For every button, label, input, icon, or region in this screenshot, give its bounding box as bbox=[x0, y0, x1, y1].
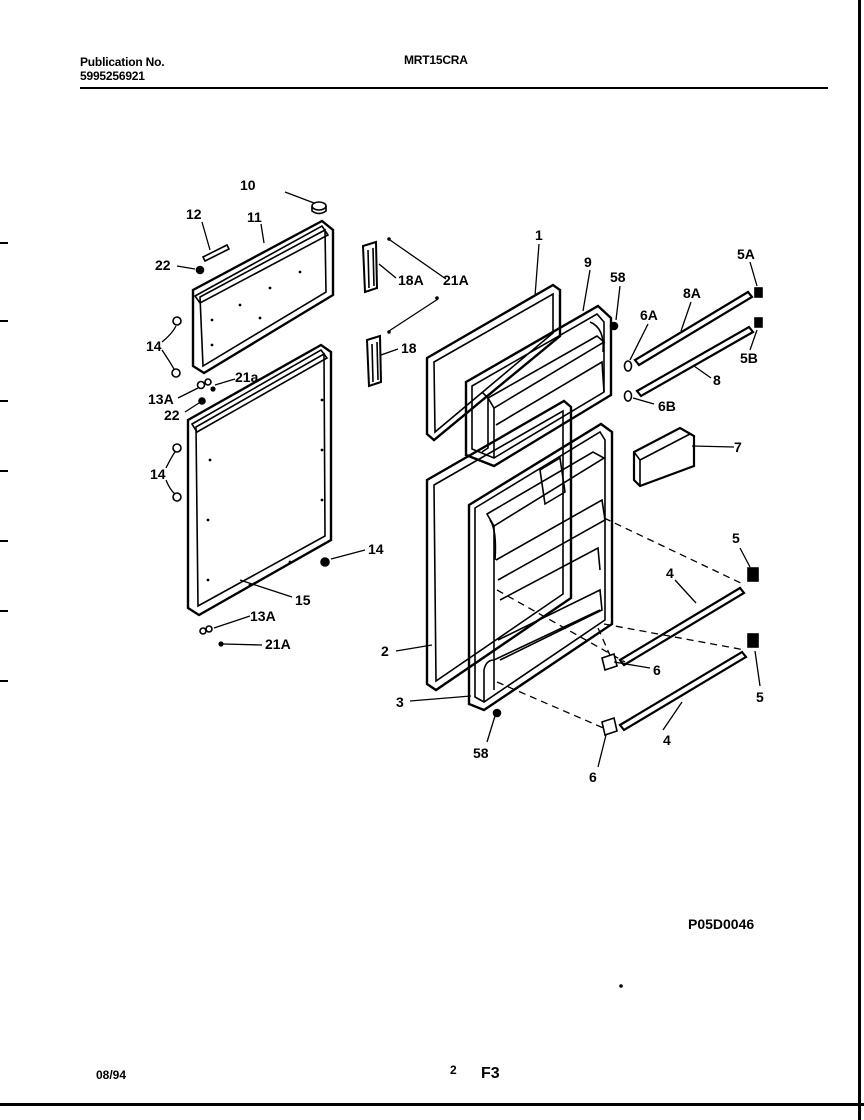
callout-18a: 18A bbox=[398, 272, 424, 288]
hinge-cap-10 bbox=[311, 201, 327, 215]
shelf-bar-8a bbox=[633, 290, 754, 367]
callout-58: 58 bbox=[473, 745, 489, 761]
stray-dot bbox=[619, 984, 623, 988]
shelf-bar-4-top bbox=[618, 586, 746, 667]
publication-label: Publication No. bbox=[80, 55, 165, 69]
callout-5a: 5A bbox=[737, 246, 755, 262]
publication-number: 5995256921 bbox=[80, 69, 145, 83]
upper-gasket-frame bbox=[191, 219, 335, 375]
callout-1: 1 bbox=[535, 227, 543, 243]
model-number: MRT15CRA bbox=[404, 53, 468, 67]
callout-4: 4 bbox=[663, 732, 671, 748]
callout-21a: 21A bbox=[265, 636, 291, 652]
callout-9: 9 bbox=[584, 254, 592, 270]
callout-3: 3 bbox=[396, 694, 404, 710]
callout-11: 11 bbox=[247, 209, 262, 225]
callout-2: 2 bbox=[381, 643, 389, 659]
fresh-food-liner-3 bbox=[467, 422, 614, 712]
dashed-assembly-lines bbox=[496, 517, 746, 734]
callout-22: 22 bbox=[155, 257, 171, 273]
handle-trim-12 bbox=[201, 243, 231, 263]
shelf-bar-8 bbox=[635, 325, 755, 398]
callout-58: 58 bbox=[610, 269, 626, 285]
callout-8: 8 bbox=[713, 372, 721, 388]
callout-14: 14 bbox=[368, 541, 384, 557]
hinge-18a bbox=[361, 240, 379, 294]
callout-6b: 6B bbox=[658, 398, 676, 414]
callout-13a: 13A bbox=[148, 391, 174, 407]
callout-5b: 5B bbox=[740, 350, 758, 366]
callout-14: 14 bbox=[150, 466, 166, 482]
leader-lines bbox=[161, 191, 761, 768]
callout-22: 22 bbox=[164, 407, 180, 423]
callout-21a-small: 21a bbox=[235, 369, 259, 385]
callout-14: 14 bbox=[146, 338, 162, 354]
callout-labels: 10 12 11 22 14 13A 21a 22 14 14 15 13A 2… bbox=[146, 177, 764, 785]
callout-5: 5 bbox=[732, 530, 740, 546]
gasket-dots bbox=[206, 270, 324, 587]
fresh-food-gasket-2 bbox=[425, 399, 573, 692]
callout-6a: 6A bbox=[640, 307, 658, 323]
callout-12: 12 bbox=[186, 206, 202, 222]
callout-10: 10 bbox=[240, 177, 256, 193]
footer-section: F3 bbox=[481, 1065, 500, 1082]
footer-date: 08/94 bbox=[96, 1068, 127, 1082]
callout-4: 4 bbox=[666, 565, 674, 581]
callout-6: 6 bbox=[653, 662, 661, 678]
screws-left bbox=[171, 265, 330, 647]
footer-page-number: 2 bbox=[450, 1063, 457, 1077]
page-frame-right bbox=[858, 0, 861, 1120]
shelf-bar-4-bottom bbox=[618, 650, 748, 732]
lower-gasket-frame bbox=[186, 343, 333, 617]
drawing-code: P05D0046 bbox=[688, 916, 755, 932]
hinge-18 bbox=[365, 334, 383, 388]
freezer-door-liner-9 bbox=[464, 304, 613, 468]
end-caps bbox=[492, 287, 763, 737]
page-frame-bottom bbox=[0, 1103, 864, 1106]
callout-18: 18 bbox=[401, 340, 417, 356]
callout-5: 5 bbox=[756, 689, 764, 705]
callout-13a: 13A bbox=[250, 608, 276, 624]
callout-21a: 21A bbox=[443, 272, 469, 288]
callout-8a: 8A bbox=[683, 285, 701, 301]
dairy-door-7 bbox=[632, 426, 696, 488]
header-rule bbox=[80, 87, 828, 89]
callout-7: 7 bbox=[734, 439, 742, 455]
callout-6: 6 bbox=[589, 769, 597, 785]
callout-15: 15 bbox=[295, 592, 311, 608]
